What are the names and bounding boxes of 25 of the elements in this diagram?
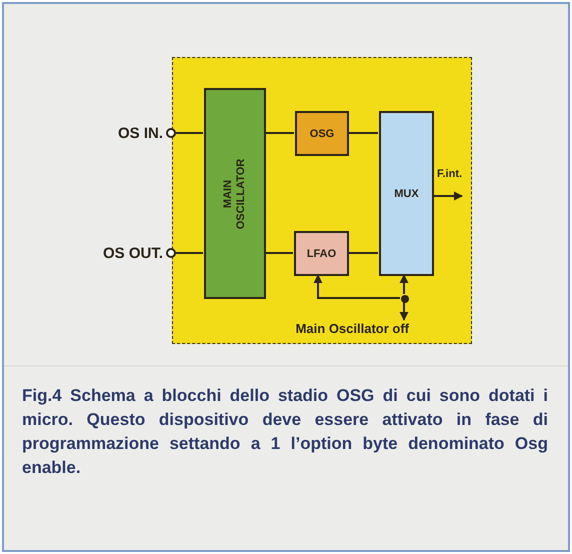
block-panel	[172, 57, 472, 344]
oscillator-block	[204, 88, 266, 299]
generator-block	[295, 111, 349, 156]
signal-label: Main Oscillator off	[296, 321, 409, 336]
edge-label: F.int.	[436, 168, 464, 180]
block-label: LFAO	[306, 248, 336, 260]
terminal-label: OS IN.	[118, 124, 163, 142]
connector-line	[348, 252, 378, 254]
connector-line	[265, 252, 293, 254]
multiplexer-block	[379, 111, 434, 276]
arrow	[433, 192, 463, 200]
block-label: MAIN OSCILLATOR	[222, 157, 248, 231]
connector-line	[348, 132, 378, 134]
connector-line	[176, 132, 203, 134]
connector-line	[176, 252, 203, 254]
terminal-label: OS OUT.	[102, 244, 163, 262]
arrow	[400, 302, 408, 321]
block-label: OSG	[310, 128, 334, 140]
connector-line	[265, 132, 294, 134]
oscillator-block	[294, 231, 349, 276]
block-label: MUX	[394, 188, 419, 200]
arrow	[400, 274, 408, 294]
caption: Fig.4 Schema a blocchi dello stadio OSG di cui sono dotati i micro. Questo dispositivo deve essere attivato in fase di programmazione settando a 1 l’option byte denominato Osg enable.	[22, 385, 548, 479]
junction-dot	[401, 295, 409, 303]
arrow	[314, 274, 400, 299]
